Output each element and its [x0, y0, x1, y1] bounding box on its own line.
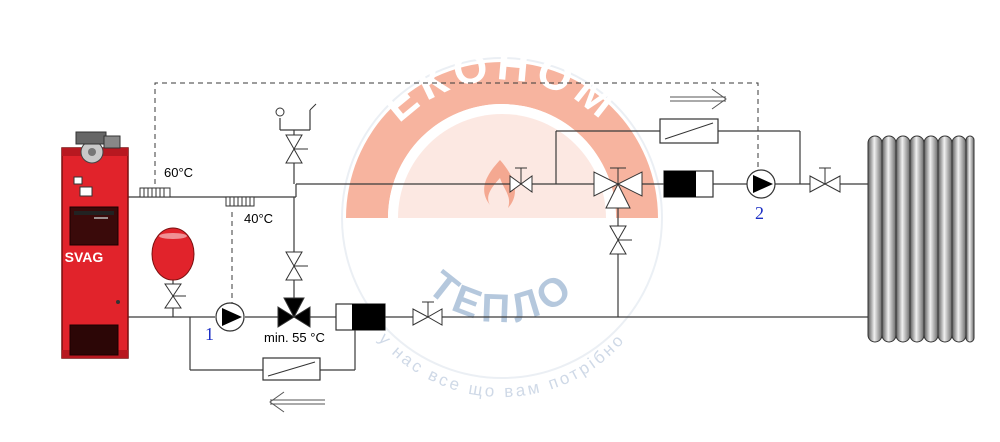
return-filter — [335, 303, 386, 331]
thermostatic-3way-valve — [277, 297, 311, 328]
flow-arrow-right-icon — [670, 88, 727, 110]
pump-1-number: 1 — [205, 324, 214, 344]
pipes — [128, 110, 868, 371]
tank-valve — [164, 283, 186, 309]
lower-heat-exchanger — [262, 357, 321, 381]
radiator-valve — [809, 167, 841, 193]
boiler-body — [61, 147, 129, 359]
expansion-tank — [151, 227, 195, 281]
flow-arrow-left-icon — [269, 391, 325, 413]
pump-1-icon — [215, 302, 245, 332]
upper-heat-exchanger — [659, 118, 719, 144]
temp-mix-label: 40°C — [244, 211, 273, 226]
riser-valve — [609, 225, 632, 255]
safety-valve — [275, 103, 317, 164]
supply-sensor — [139, 187, 171, 198]
supply-valve — [509, 167, 533, 193]
watermark-logo: ЕКОНОМ ТЕПЛО у нас все що вам потрібно — [341, 40, 663, 401]
boiler: SVAG — [61, 131, 129, 359]
min-temp-label: min. 55 °C — [264, 330, 325, 345]
supply-filter — [663, 170, 714, 198]
control-wiring — [154, 82, 759, 305]
boiler-ash-door — [69, 324, 119, 356]
pump-2-icon — [746, 169, 776, 199]
bypass-valve — [285, 251, 308, 281]
watermark-bottom-text: ТЕПЛО — [420, 263, 584, 332]
temp-supply-label: 60°C — [164, 165, 193, 180]
boiler-brand: SVAG — [65, 249, 104, 265]
return-valve — [412, 301, 443, 326]
watermark-slogan: у нас все що вам потрібно — [375, 329, 629, 401]
pump-2-number: 2 — [755, 203, 764, 223]
mixing-3way-valve — [593, 167, 643, 209]
radiator — [867, 135, 975, 343]
mix-sensor — [225, 196, 255, 207]
